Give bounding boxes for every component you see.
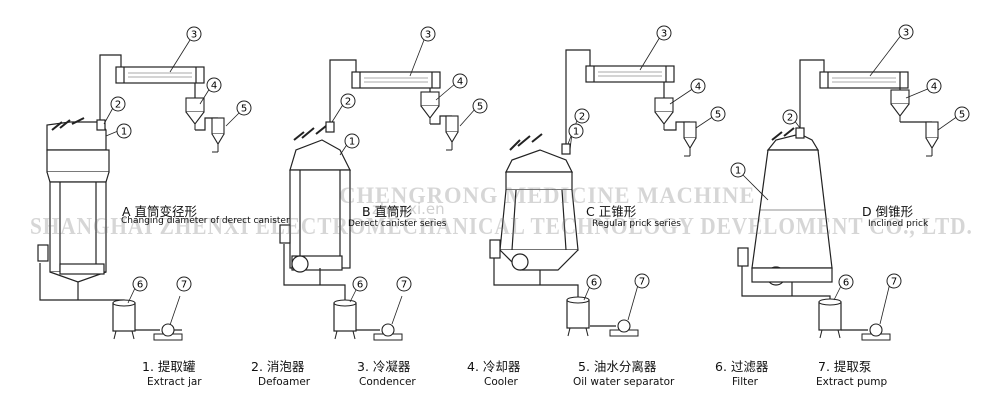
callout-circle: [452, 73, 468, 89]
callout-circle: [186, 26, 202, 42]
type-b-english: Derect canister series: [348, 219, 447, 229]
callout-number: 6: [591, 278, 597, 289]
unit-b: [279, 59, 459, 341]
type-d-english: Inclined prick: [868, 219, 929, 229]
legend-item-5-en: Oil water separator: [573, 376, 675, 388]
type-a-english: Changing diameter of derect canister: [121, 216, 290, 226]
legend-item-6-zh: 6. 过滤器: [715, 359, 769, 374]
callout-number: 4: [931, 82, 937, 93]
callout-circle: [730, 162, 746, 178]
watermark-site: zhenxi.en: [372, 200, 445, 218]
callout-circle: [782, 109, 798, 125]
legend-item-7-zh: 7. 提取泵: [818, 359, 872, 374]
callout-number: 1: [121, 127, 127, 138]
callout-number: 1: [735, 166, 741, 177]
callout-number: 7: [401, 280, 407, 291]
callout-circle: [926, 78, 942, 94]
watermark-line-1: CHENGRONG MEDICINE MACHINE: [339, 183, 756, 208]
callout-number: 2: [579, 112, 585, 123]
callout-number: 2: [115, 100, 121, 111]
callout-circle: [954, 106, 970, 122]
unit-c: [489, 49, 697, 337]
legend-item-3-en: Condencer: [359, 376, 416, 388]
legend-item-1-en: Extract jar: [147, 376, 202, 388]
callout-circle: [344, 133, 360, 149]
type-c-english: Regular prick series: [592, 219, 681, 229]
legend-item-5-zh: 5. 油水分离器: [578, 359, 657, 374]
callout-number: 5: [477, 102, 483, 113]
unit-a: [37, 54, 225, 341]
callout-number: 1: [349, 137, 355, 148]
watermark-line-2: SHANGHAI ZHENXI ELECTROMECHANICAL TECHNO…: [30, 214, 973, 240]
callout-number: 4: [457, 77, 463, 88]
callout-circle: [710, 106, 726, 122]
legend-item-6-en: Filter: [732, 376, 759, 388]
callout-circle: [132, 276, 148, 292]
callout-number: 3: [425, 30, 431, 41]
callout-circle: [838, 274, 854, 290]
legend-item-7-en: Extract pump: [816, 376, 888, 388]
callout-circle: [656, 25, 672, 41]
callout-circle: [420, 26, 436, 42]
legend-item-1-zh: 1. 提取罐: [142, 359, 196, 374]
callout-circle: [352, 276, 368, 292]
legend-item-4-en: Cooler: [484, 376, 518, 388]
callout-circle: [396, 276, 412, 292]
callout-number: 5: [241, 104, 247, 115]
callout-number: 4: [211, 81, 217, 92]
callout-circle: [110, 96, 126, 112]
callout-circle: [236, 100, 252, 116]
callout-circle: [690, 78, 706, 94]
callout-number: 4: [695, 82, 701, 93]
callout-leaders: [103, 33, 959, 326]
type-c-label: C 正锥形: [586, 204, 637, 219]
callout-circle: [886, 273, 902, 289]
callout-circle: [586, 274, 602, 290]
callout-circle: [898, 24, 914, 40]
legend-item-2-en: Defoamer: [258, 376, 311, 388]
legend-item-4-zh: 4. 冷却器: [467, 359, 521, 374]
callout-number: 7: [891, 277, 897, 288]
type-b-label: B 直筒形: [362, 204, 413, 219]
callout-number: 3: [191, 30, 197, 41]
callout-number: 7: [181, 280, 187, 291]
callout-number: 7: [639, 277, 645, 288]
type-d-label: D 倒锥形: [862, 204, 914, 219]
callout-number: 5: [715, 110, 721, 121]
callout-circle: [116, 123, 132, 139]
callout-number: 1: [573, 127, 579, 138]
callout-number: 2: [345, 97, 351, 108]
callout-number: 6: [843, 278, 849, 289]
callout-number: 2: [787, 113, 793, 124]
callout-circle: [568, 123, 584, 139]
callout-circle: [206, 77, 222, 93]
type-a-label: A 直筒变径形: [122, 204, 198, 219]
callout-circle: [176, 276, 192, 292]
callout-circle: [574, 108, 590, 124]
callout-number: 5: [959, 110, 965, 121]
callout-circle: [340, 93, 356, 109]
callout-number: 3: [903, 28, 909, 39]
legend-item-3-zh: 3. 冷凝器: [357, 359, 411, 374]
unit-d: [737, 59, 939, 341]
callout-number: 6: [137, 280, 143, 291]
callout-number: 6: [357, 280, 363, 291]
callout-circle: [634, 273, 650, 289]
callout-circle: [472, 98, 488, 114]
callout-number: 3: [661, 29, 667, 40]
legend-item-2-zh: 2. 消泡器: [251, 359, 305, 374]
